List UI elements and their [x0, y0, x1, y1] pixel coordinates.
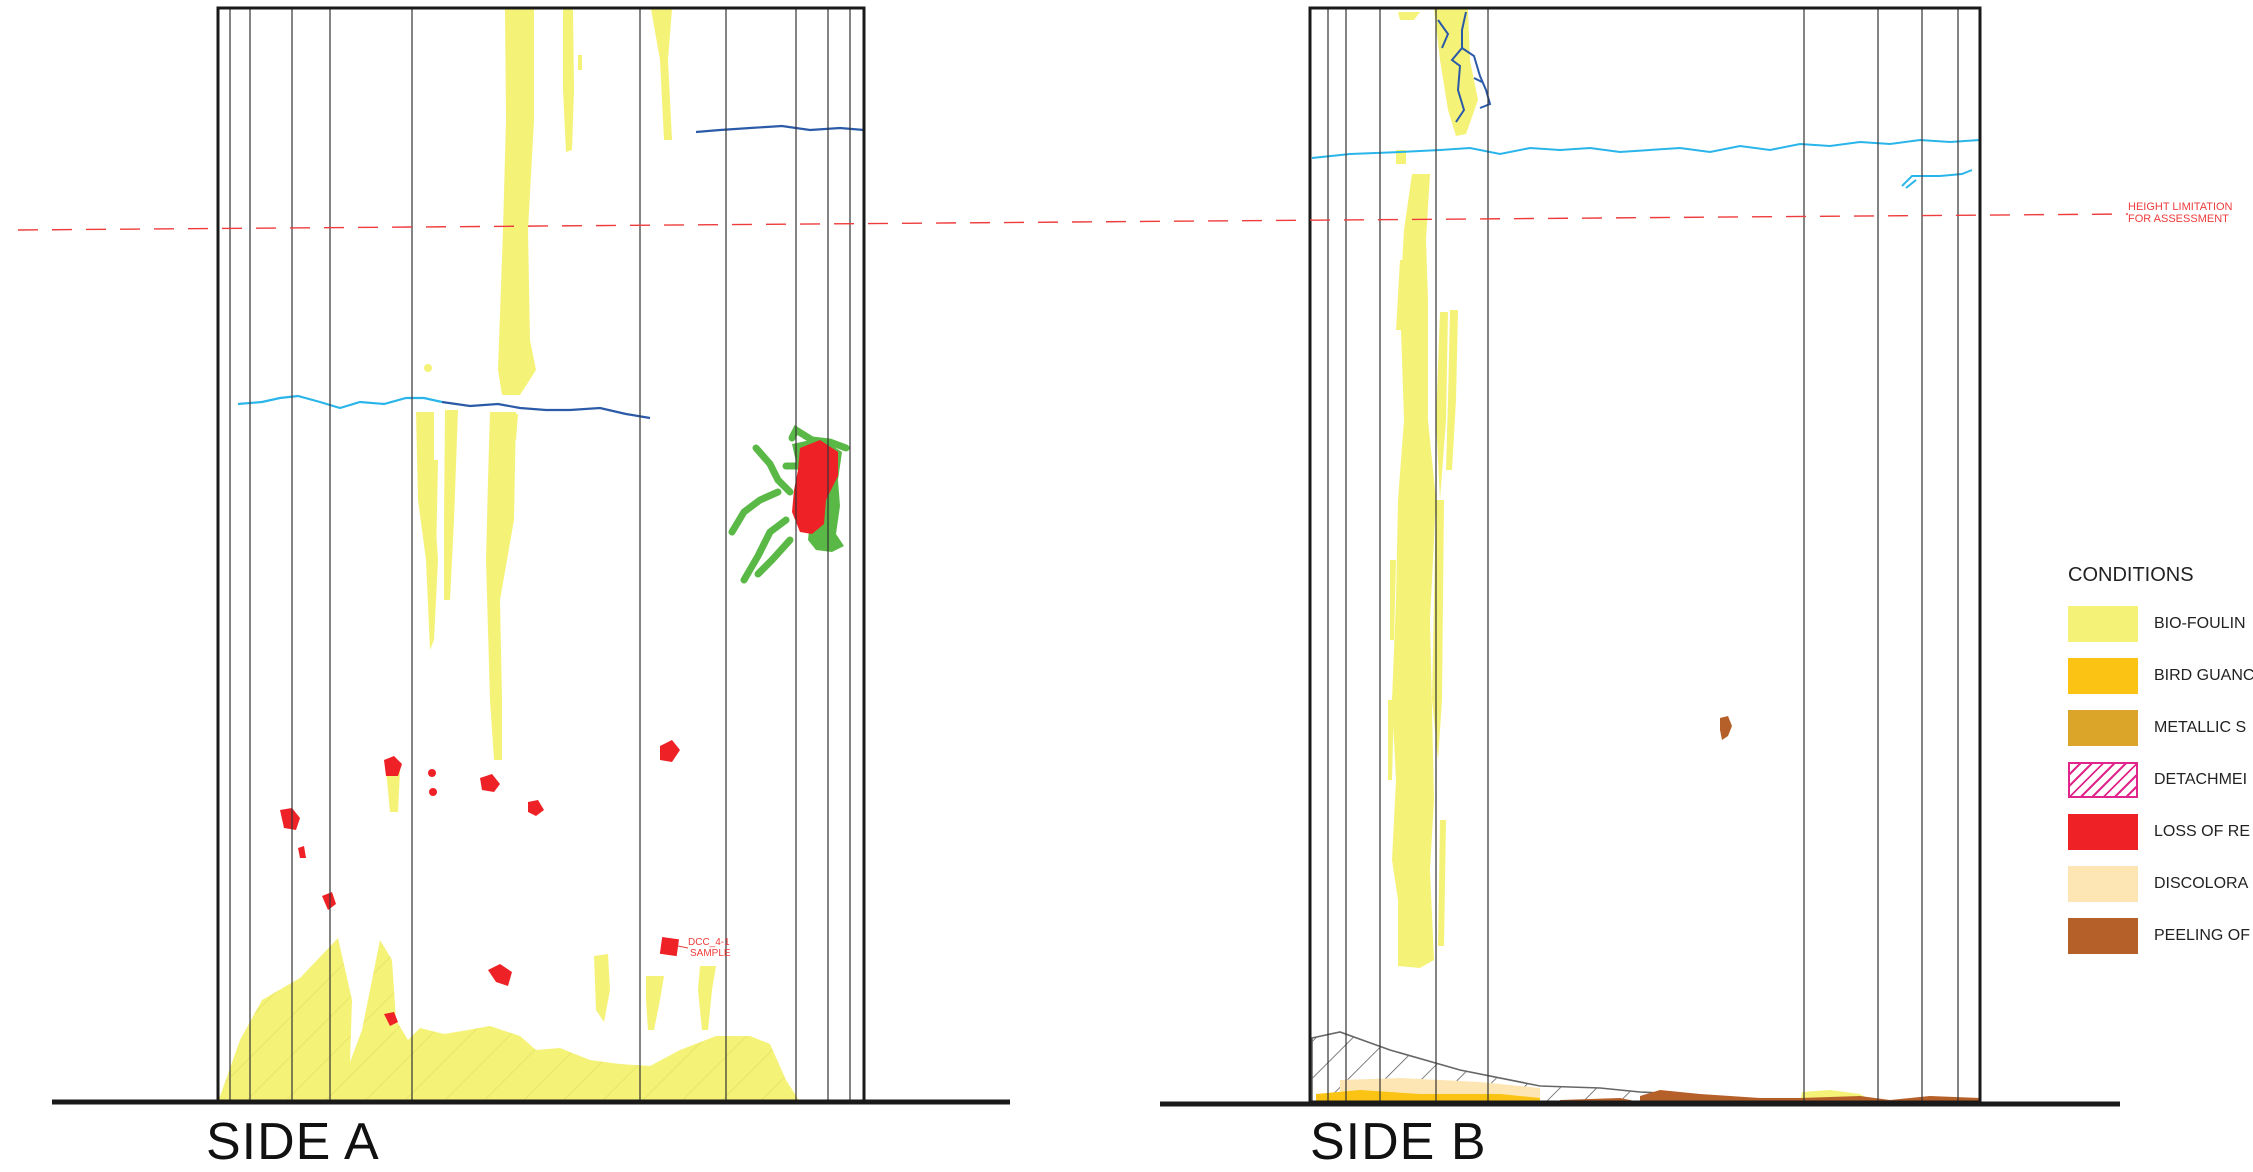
legend-label: DETACHMEI: [2154, 771, 2248, 788]
sample-id: DCC_4-1: [688, 937, 730, 948]
sample-text: SAMPLE: [690, 947, 731, 959]
side-b-vertical-lines: [1327, 8, 1959, 1102]
height-limitation-line2: FOR ASSESSMENT: [2128, 212, 2229, 225]
side-b-peeling-base: [1640, 1090, 1980, 1102]
sample-leader: [677, 945, 689, 949]
legend-label: DISCOLORA: [2154, 875, 2249, 892]
side-a-frame: [216, 6, 866, 1104]
side-a-loss-large: [792, 440, 838, 534]
height-limitation-line1: HEIGHT LIMITATION: [2128, 201, 2233, 213]
legend-label: BIRD GUANC: [2154, 667, 2253, 684]
legend-label: BIO-FOULIN: [2154, 615, 2246, 632]
side-a-elevation: [52, 6, 1010, 1105]
height-limitation-line: [17, 213, 2129, 231]
legend-swatch: [2068, 606, 2138, 642]
legend-swatch: [2068, 866, 2138, 902]
side-a-loss-of-render: [280, 740, 680, 1026]
legend-label: LOSS OF RE: [2154, 823, 2251, 840]
side-b-title: SIDE B: [1310, 1113, 1487, 1171]
legend-item: BIO-FOULIN: [2068, 606, 2246, 642]
legend-item: DETACHMEI: [2068, 762, 2247, 798]
sample-label: DCC_4-1 SAMPLE: [688, 937, 731, 959]
legend-item: BIRD GUANC: [2068, 658, 2253, 694]
side-b-cracks: [1311, 11, 1981, 189]
legend-swatch: [2068, 918, 2138, 954]
legend-item: LOSS OF RE: [2068, 814, 2250, 850]
legend-item: PEELING OF: [2068, 918, 2250, 954]
legend-item: METALLIC S: [2068, 710, 2246, 746]
side-a-vertical-lines: [229, 8, 851, 1102]
legend-swatch: [2068, 658, 2138, 694]
side-a-cracks: [237, 124, 865, 420]
legend-swatch: [2068, 710, 2138, 746]
legend-title: CONDITIONS: [2068, 564, 2194, 586]
legend-swatch: [2068, 814, 2138, 850]
side-b-biofouling: [1388, 9, 1874, 1102]
height-limitation-label: HEIGHT LIMITATION FOR ASSESSMENT: [2128, 201, 2233, 225]
side-a-title: SIDE A: [206, 1113, 380, 1171]
legend-item: DISCOLORA: [2068, 866, 2248, 902]
side-b-elevation: [1160, 6, 2120, 1107]
side-b-peeling-spot: [1720, 716, 1732, 740]
legend-label: METALLIC S: [2154, 719, 2247, 736]
side-a-growth: [728, 424, 850, 584]
side-b-guano: [1316, 1090, 1540, 1102]
legend-swatch: [2068, 762, 2138, 798]
legend-label: PEELING OF: [2154, 927, 2251, 944]
